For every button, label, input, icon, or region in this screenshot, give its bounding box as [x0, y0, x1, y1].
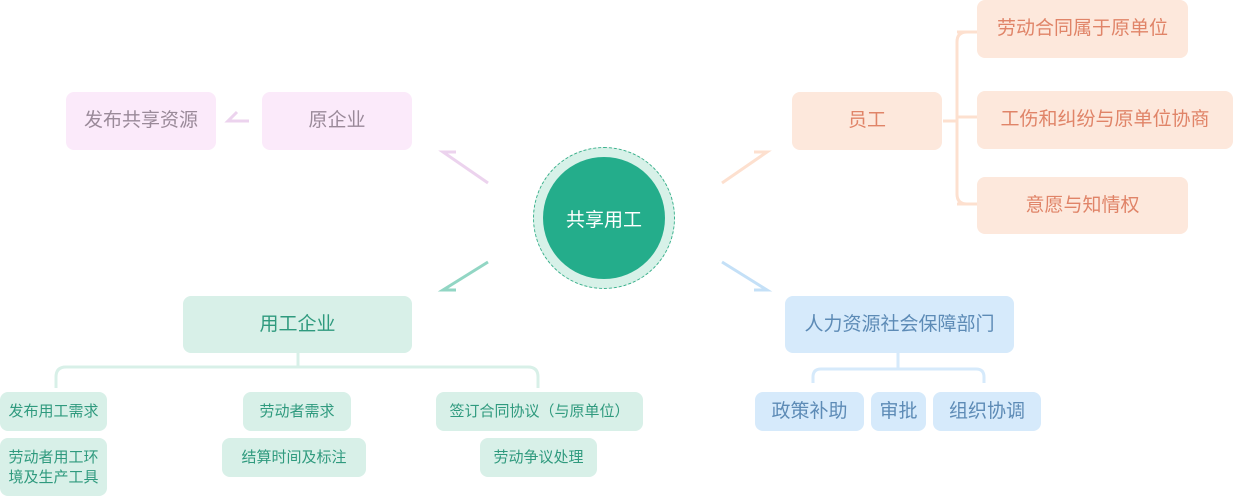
- employee-node: 员工: [792, 92, 942, 150]
- share-resources-node: 发布共享资源: [66, 92, 216, 150]
- center-node: 共享用工: [543, 157, 665, 279]
- hr-child-approval: 审批: [871, 392, 926, 431]
- employer-node: 用工企业: [183, 296, 412, 353]
- employee-child-contract: 劳动合同属于原单位: [977, 0, 1188, 58]
- employer-child-worker-needs: 劳动者需求: [243, 392, 351, 431]
- hr-brace: [811, 353, 986, 383]
- arrow-to-employee: [721, 150, 772, 185]
- arrow-to-hr-dept: [721, 260, 773, 292]
- hr-dept-node: 人力资源社会保障部门: [785, 296, 1014, 353]
- arrow-to-employer: [437, 260, 489, 292]
- employee-child-consent: 意愿与知情权: [977, 177, 1188, 234]
- hr-child-subsidy: 政策补助: [755, 392, 864, 431]
- employer-brace: [54, 353, 540, 388]
- employee-brace: [943, 30, 977, 206]
- employer-child-demand: 发布用工需求: [0, 392, 107, 431]
- employer-child-environment: 劳动者用工环境及生产工具: [0, 438, 107, 496]
- employer-child-dispute: 劳动争议处理: [480, 438, 597, 477]
- hr-child-coordination: 组织协调: [933, 392, 1041, 431]
- original-company-node: 原企业: [262, 92, 412, 150]
- employee-child-injury: 工伤和纠纷与原单位协商: [977, 91, 1233, 149]
- arrow-to-original-company: [438, 150, 489, 185]
- employer-child-settlement: 结算时间及标注: [222, 438, 366, 477]
- arrow-to-share-resources: [224, 110, 249, 123]
- employer-child-contract: 签订合同协议（与原单位）: [436, 392, 643, 431]
